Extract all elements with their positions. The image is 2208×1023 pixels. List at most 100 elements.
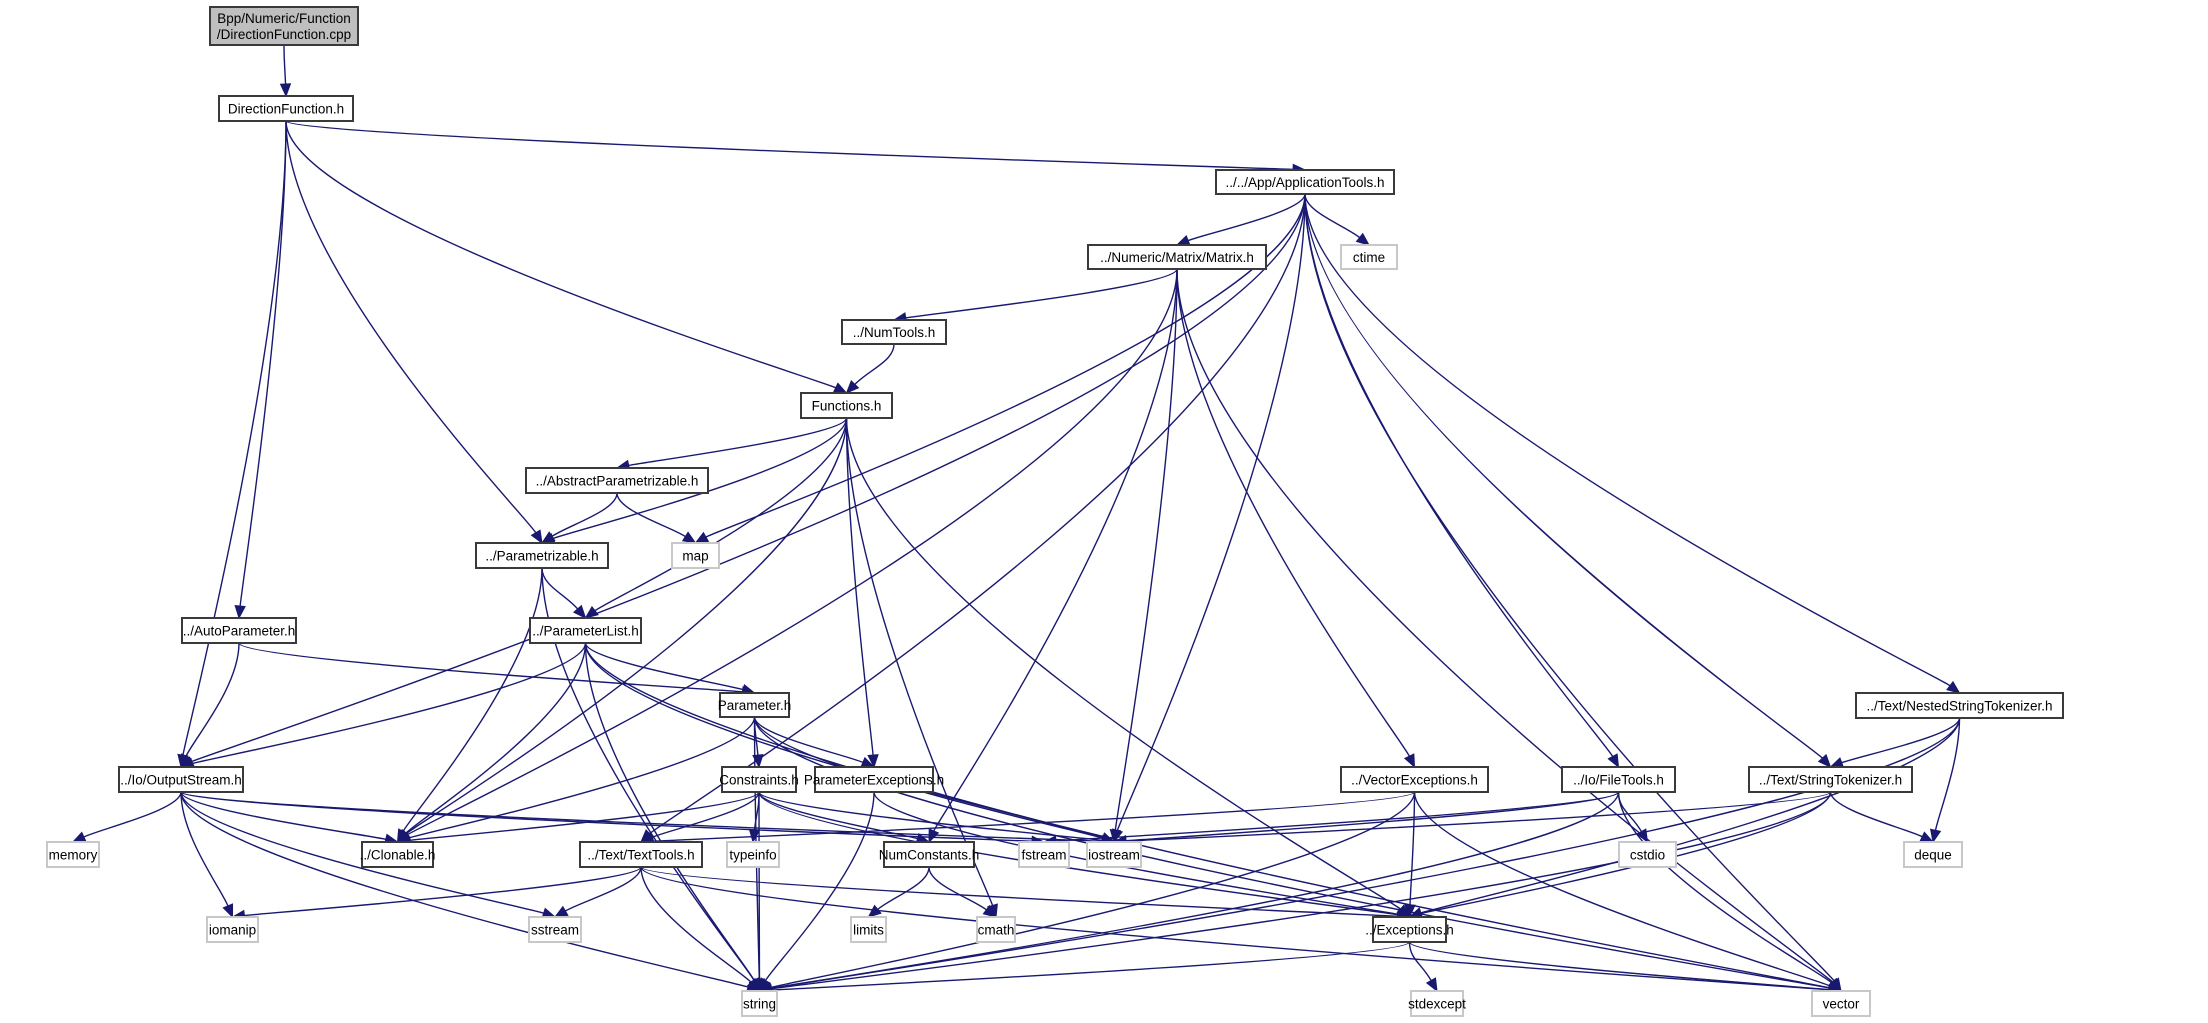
node-directionfunction-h[interactable]: DirectionFunction.h — [218, 95, 354, 122]
edge-line — [408, 716, 756, 839]
node-numconstants-h[interactable]: NumConstants.h — [879, 841, 980, 868]
node-label: ../AbstractParametrizable.h — [536, 474, 699, 489]
edge-line — [584, 642, 744, 691]
edge-vectorexceptions-h-to-exceptions-h — [1404, 791, 1416, 919]
node-label: vector — [1823, 997, 1860, 1012]
arrowhead-icon — [1404, 904, 1416, 919]
edge-line — [180, 791, 229, 907]
node-sstream: sstream — [528, 916, 582, 943]
node-label: string — [743, 997, 776, 1012]
node-abstractparametrizable-h[interactable]: ../AbstractParametrizable.h — [525, 467, 709, 494]
node-autoparameter-h[interactable]: ../AutoParameter.h — [181, 617, 297, 644]
edge-applicationtools-h-to-outputstream-h — [179, 193, 1306, 768]
arrowhead-icon — [584, 605, 599, 619]
node-box — [118, 766, 244, 793]
node-typeinfo: typeinfo — [726, 841, 780, 868]
node-box — [1215, 169, 1395, 195]
node-box — [1903, 841, 1963, 868]
node-root[interactable]: Bpp/Numeric/Function/DirectionFunction.c… — [209, 6, 359, 46]
node-matrix-h[interactable]: ../Numeric/Matrix/Matrix.h — [1087, 244, 1267, 270]
edge-matrix-h-to-numtools-h — [892, 268, 1178, 324]
node-numtools-h[interactable]: ../NumTools.h — [841, 319, 947, 345]
node-label: sstream — [531, 923, 579, 938]
node-box — [1086, 841, 1142, 868]
edge-line — [1187, 193, 1306, 242]
node-iomanip: iomanip — [206, 916, 259, 943]
node-label: memory — [49, 848, 98, 863]
arrowhead-icon — [71, 831, 87, 843]
node-box — [850, 916, 887, 943]
node-functions-h[interactable]: Functions.h — [800, 392, 893, 419]
edge-line — [409, 791, 760, 842]
edge-line — [854, 343, 895, 385]
node-label: typeinfo — [729, 848, 776, 863]
node-constraints-h[interactable]: Constraints.h — [719, 766, 799, 793]
edge-outputstream-h-to-clonable-h — [180, 791, 399, 845]
node-label: Constraints.h — [719, 773, 799, 788]
edge-line — [758, 791, 918, 840]
edge-line — [1409, 791, 1416, 906]
node-label: ctime — [1353, 250, 1385, 265]
edge-matrix-h-to-iostream — [1109, 268, 1178, 844]
edge-line — [182, 120, 287, 756]
node-filetools-h[interactable]: ../Io/FileTools.h — [1561, 766, 1676, 793]
edge-filetools-h-to-vector — [1617, 791, 1842, 992]
edge-line — [406, 268, 1178, 836]
edge-line — [180, 791, 1103, 843]
node-box — [209, 6, 359, 46]
edge-line — [565, 866, 642, 912]
node-vectorexceptions-h[interactable]: ../VectorExceptions.h — [1340, 766, 1489, 793]
edge-functions-h-to-abstractparametrizable-h — [615, 417, 848, 471]
node-clonable-h[interactable]: ../Clonable.h — [360, 841, 436, 868]
node-parameter-h[interactable]: Parameter.h — [718, 692, 792, 718]
edge-line — [758, 791, 1398, 916]
node-box — [46, 841, 100, 868]
node-label: iostream — [1088, 848, 1140, 863]
edge-abstractparametrizable-h-to-parametrizable-h — [540, 492, 618, 544]
node-parametrizable-h[interactable]: ../Parametrizable.h — [475, 542, 609, 569]
node-applicationtools-h[interactable]: ../../App/ApplicationTools.h — [1215, 169, 1395, 195]
node-parameterexceptions-h[interactable]: ParameterExceptions.h — [804, 766, 944, 793]
node-label: iomanip — [209, 923, 256, 938]
node-label: ../Text/NestedStringTokenizer.h — [1866, 699, 2052, 714]
edge-line — [1304, 193, 1835, 982]
node-box — [1372, 916, 1447, 943]
edge-line — [640, 866, 1830, 991]
edge-abstractparametrizable-h-to-map — [616, 492, 697, 544]
node-label: ../NumTools.h — [853, 325, 936, 340]
edge-line — [1841, 717, 1961, 764]
node-box — [1410, 990, 1464, 1017]
edge-line — [1413, 791, 1831, 987]
node-texttools-h[interactable]: ../Text/TextTools.h — [579, 841, 703, 868]
node-label: cstdio — [1630, 848, 1665, 863]
node-outputstream-h[interactable]: ../Io/OutputStream.h — [118, 766, 244, 793]
node-nestedstringtokenizer-h[interactable]: ../Text/NestedStringTokenizer.h — [1855, 692, 2064, 719]
edge-exceptions-h-to-stdexcept — [1408, 941, 1438, 993]
node-label: ../Text/StringTokenizer.h — [1759, 773, 1902, 788]
arrowhead-icon — [1175, 235, 1191, 246]
node-label: /DirectionFunction.cpp — [217, 27, 351, 42]
node-label: ParameterExceptions.h — [804, 773, 944, 788]
edge-line — [1304, 193, 1614, 757]
node-label: ../ParameterList.h — [532, 624, 639, 639]
nodes-layer: Bpp/Numeric/Function/DirectionFunction.c… — [46, 6, 2064, 1017]
edge-line — [651, 791, 760, 838]
edge-line — [628, 417, 848, 467]
edge-line — [244, 866, 642, 917]
node-iostream: iostream — [1086, 841, 1142, 868]
node-exceptions-h[interactable]: ../Exceptions.h — [1365, 916, 1454, 943]
edge-line — [180, 791, 544, 914]
edge-line — [753, 716, 864, 764]
edge-line — [405, 642, 587, 834]
arrowhead-icon — [746, 977, 761, 992]
edge-nestedstringtokenizer-h-to-stringtokenizer-h — [1829, 717, 1961, 768]
edge-line — [192, 642, 587, 765]
node-stringtokenizer-h[interactable]: ../Text/StringTokenizer.h — [1748, 766, 1913, 793]
edge-parametrizable-h-to-parameterlist-h — [541, 567, 587, 619]
edge-root-to-directionfunction-h — [279, 44, 292, 98]
edge-matrix-h-to-numconstants-h — [928, 268, 1178, 844]
node-parameterlist-h[interactable]: ../ParameterList.h — [529, 617, 642, 644]
edge-line — [180, 791, 749, 988]
edge-line — [551, 492, 618, 537]
